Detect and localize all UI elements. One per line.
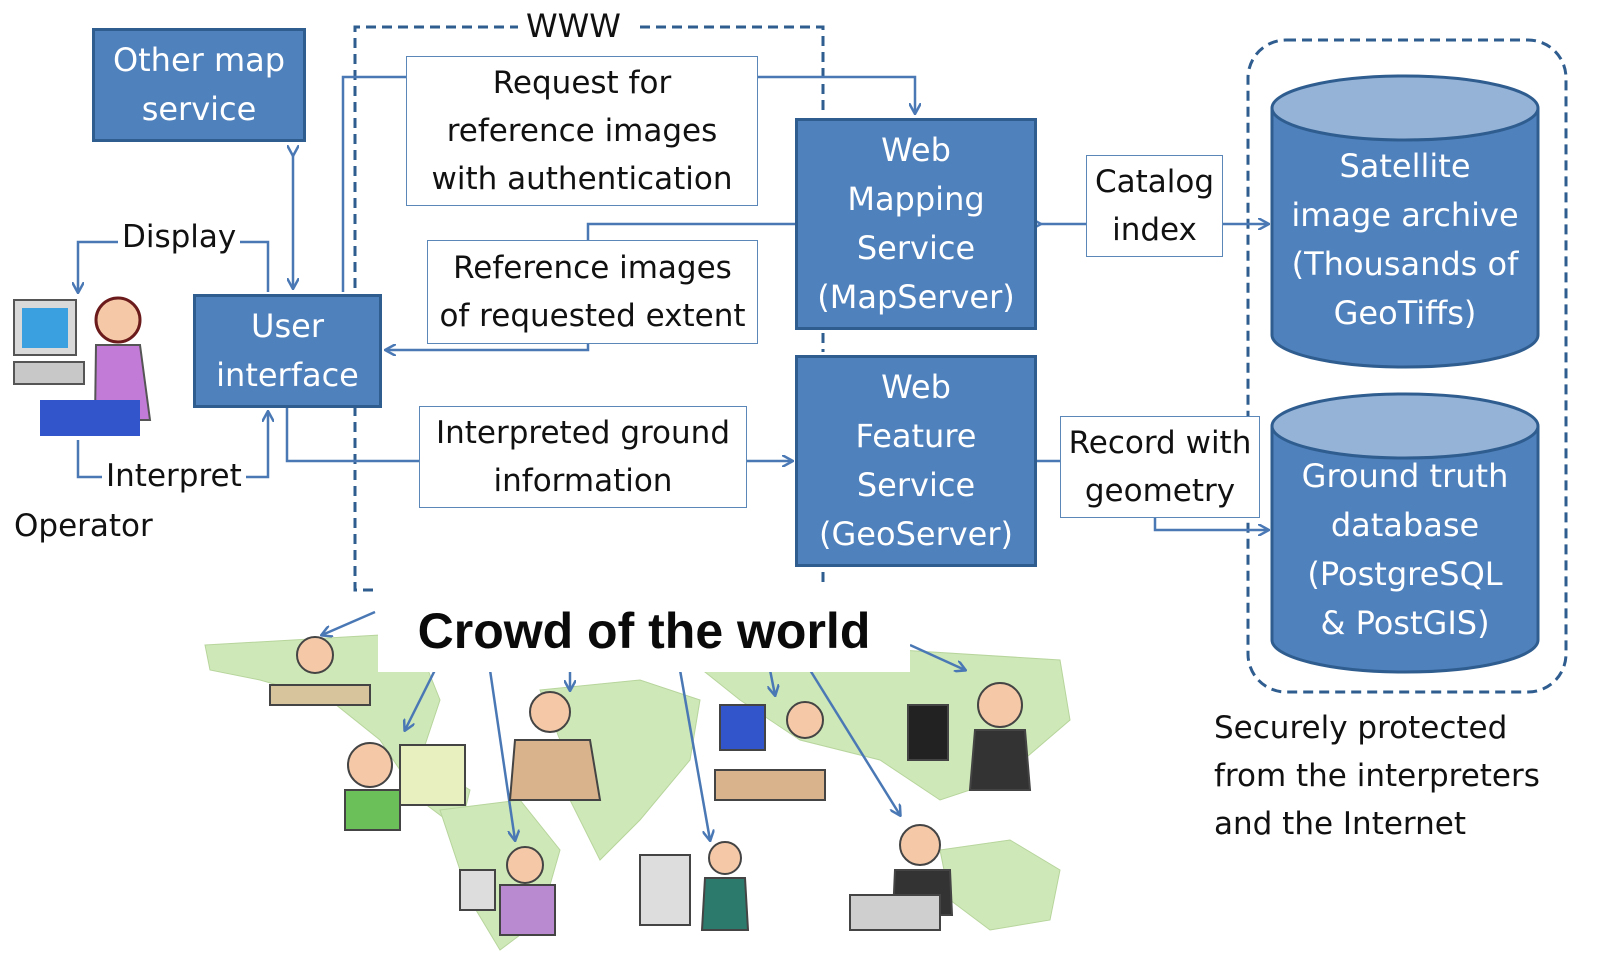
crowd-person-illustration bbox=[269, 636, 1032, 936]
web-feature-service-node: Web Feature Service (GeoServer) bbox=[795, 355, 1037, 567]
user-interface-node: User interface bbox=[193, 294, 382, 408]
secure-boundary bbox=[1246, 38, 1568, 694]
arrow-crowd bbox=[322, 610, 376, 635]
satellite-archive-label: Satellite image archive (Thousands of Ge… bbox=[1291, 147, 1519, 332]
arrow-crowd bbox=[405, 669, 437, 730]
ground-truth-cylinder bbox=[1270, 392, 1540, 674]
www-label: WWW bbox=[518, 6, 629, 46]
other-map-service-node: Other map service bbox=[92, 28, 306, 142]
web-mapping-service-node: Web Mapping Service (MapServer) bbox=[795, 118, 1037, 330]
crowd-label: Crowd of the world bbox=[378, 590, 910, 672]
operator-illustration bbox=[13, 296, 152, 436]
arrow-crowd bbox=[770, 669, 775, 695]
record-geometry-label: Record with geometry bbox=[1060, 416, 1260, 518]
display-label: Display bbox=[118, 213, 241, 261]
catalog-index-label: Catalog index bbox=[1086, 155, 1223, 257]
interpreted-label: Interpreted ground information bbox=[419, 406, 747, 508]
www-boundary bbox=[353, 25, 825, 592]
world-map-background bbox=[204, 634, 1071, 951]
ground-truth-db-label: Ground truth database (PostgreSQL & Post… bbox=[1301, 457, 1509, 642]
secure-note: Securely protected from the interpreters… bbox=[1214, 710, 1540, 842]
arrow-crowd bbox=[808, 669, 900, 815]
satellite-archive-cylinder bbox=[1270, 74, 1540, 369]
operator-label: Operator bbox=[14, 508, 153, 544]
arrow-crowd bbox=[909, 643, 965, 670]
arrow-crowd bbox=[488, 669, 515, 840]
request-label: Request for reference images with authen… bbox=[406, 56, 758, 206]
interpret-label: Interpret bbox=[102, 452, 246, 500]
arrow-crowd bbox=[678, 669, 710, 840]
reference-images-label: Reference images of requested extent bbox=[427, 240, 758, 344]
